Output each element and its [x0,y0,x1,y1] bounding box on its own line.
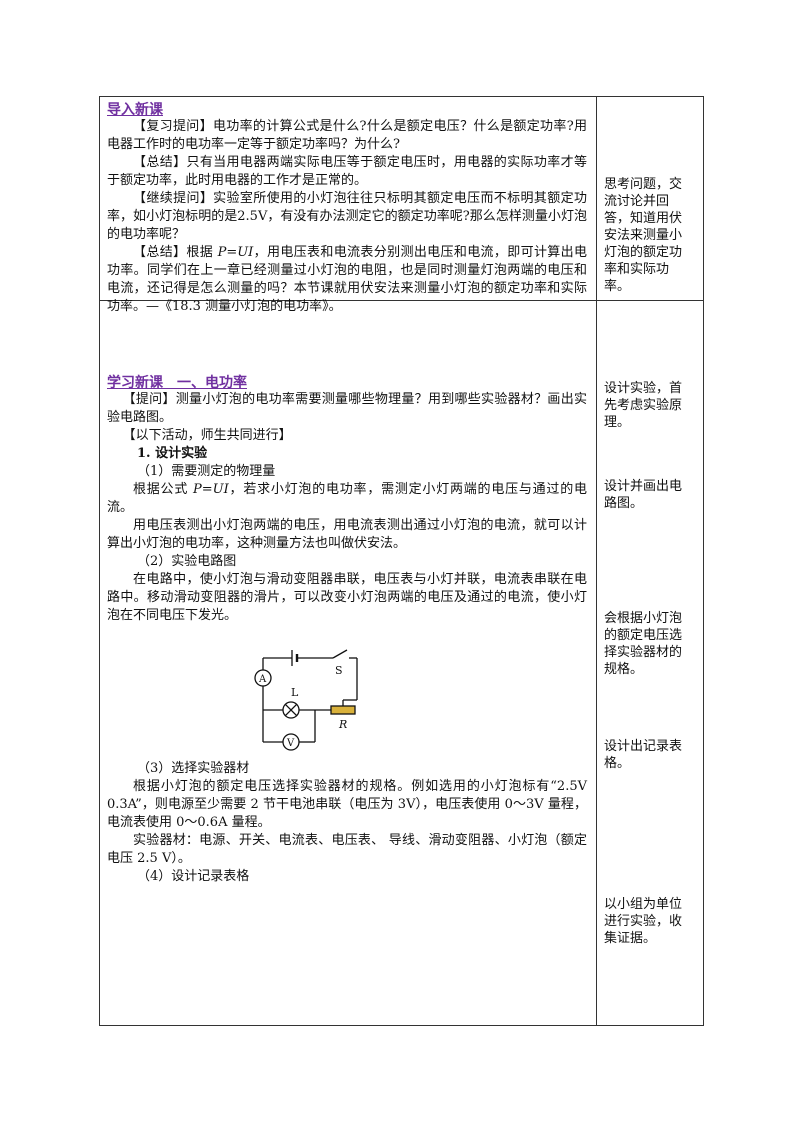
step-circuit: （2）实验电路图 [137,554,237,569]
step-design-experiment: 1. 设计实验 [137,446,208,461]
voltmeter-label: V [286,738,295,749]
intro-heading: 导入新课 [107,102,163,118]
lesson-activity-note: 【以下活动，师生共同进行】 [122,428,292,443]
column-divider [596,96,597,1026]
intro-summary-2: 【总结】根据 P=UI，用电压表和电流表分别测出电压和电流，即可计算出电功率。同… [107,245,587,314]
equipment-list: 实验器材：电源、开关、电流表、电压表、 导线、滑动变阻器、小灯泡（额定电压 2.… [107,833,587,866]
lesson-table [99,96,704,1026]
switch-label: S [335,664,343,677]
lesson-question: 【提问】测量小灯泡的电功率需要测量哪些物理量？用到哪些实验器材？画出实验电路图。 [107,392,587,425]
side-note-table: 设计出记录表格。 [604,739,683,771]
intro-student-activity: 思考问题，交流讨论并回答，知道用伏安法来测量小灯泡的额定功率和实际功率。 [604,177,683,294]
rheostat-label: R [338,718,347,731]
voltammetry-text: 用电压表测出小灯泡两端的电压，用电流表测出通过小灯泡的电流，就可以计算出小灯泡的… [107,518,587,551]
side-note-design: 设计实验，首先考虑实验原理。 [604,381,683,430]
circuit-diagram: S L R A V [254,649,358,751]
lamp-label: L [291,686,299,699]
side-note-experiment: 以小组为单位进行实验，收集证据。 [604,897,683,946]
quantities-text: 根据公式 P=UI，若求小灯泡的电功率，需测定小灯两端的电压与通过的电流。 [107,482,587,515]
side-note-equipment: 会根据小灯泡的额定电压选择实验器材的规格。 [604,611,683,677]
intro-summary-1: 【总结】只有当用电器两端实际电压等于额定电压时，用电器的实际功率才等于额定功率，… [107,155,587,188]
ammeter-label: A [258,674,267,685]
side-note-circuit: 设计并画出电路图。 [604,479,683,511]
step-equipment: （3）选择实验器材 [137,761,250,776]
row-divider [99,300,704,301]
circuit-text: 在电路中，使小灯泡与滑动变阻器串联，电压表与小灯并联，电流表串联在电路中。移动滑… [107,572,587,623]
equipment-text: 根据小灯泡的额定电压选择实验器材的规格。例如选用的小灯泡标有“2.5V 0.3A… [107,779,587,830]
lesson-heading: 学习新课 一、电功率 [107,375,247,391]
intro-follow-question: 【继续提问】实验室所使用的小灯泡往往只标明其额定电压而不标明其额定功率，如小灯泡… [107,191,587,242]
step-record-table: （4）设计记录表格 [137,869,250,884]
intro-review-question: 【复习提问】电功率的计算公式是什么?什么是额定电压？什么是额定功率?用电器工作时… [107,119,587,152]
switch-blade [332,649,348,659]
step-quantities: （1）需要测定的物理量 [137,464,276,479]
rheostat-icon [330,705,356,715]
